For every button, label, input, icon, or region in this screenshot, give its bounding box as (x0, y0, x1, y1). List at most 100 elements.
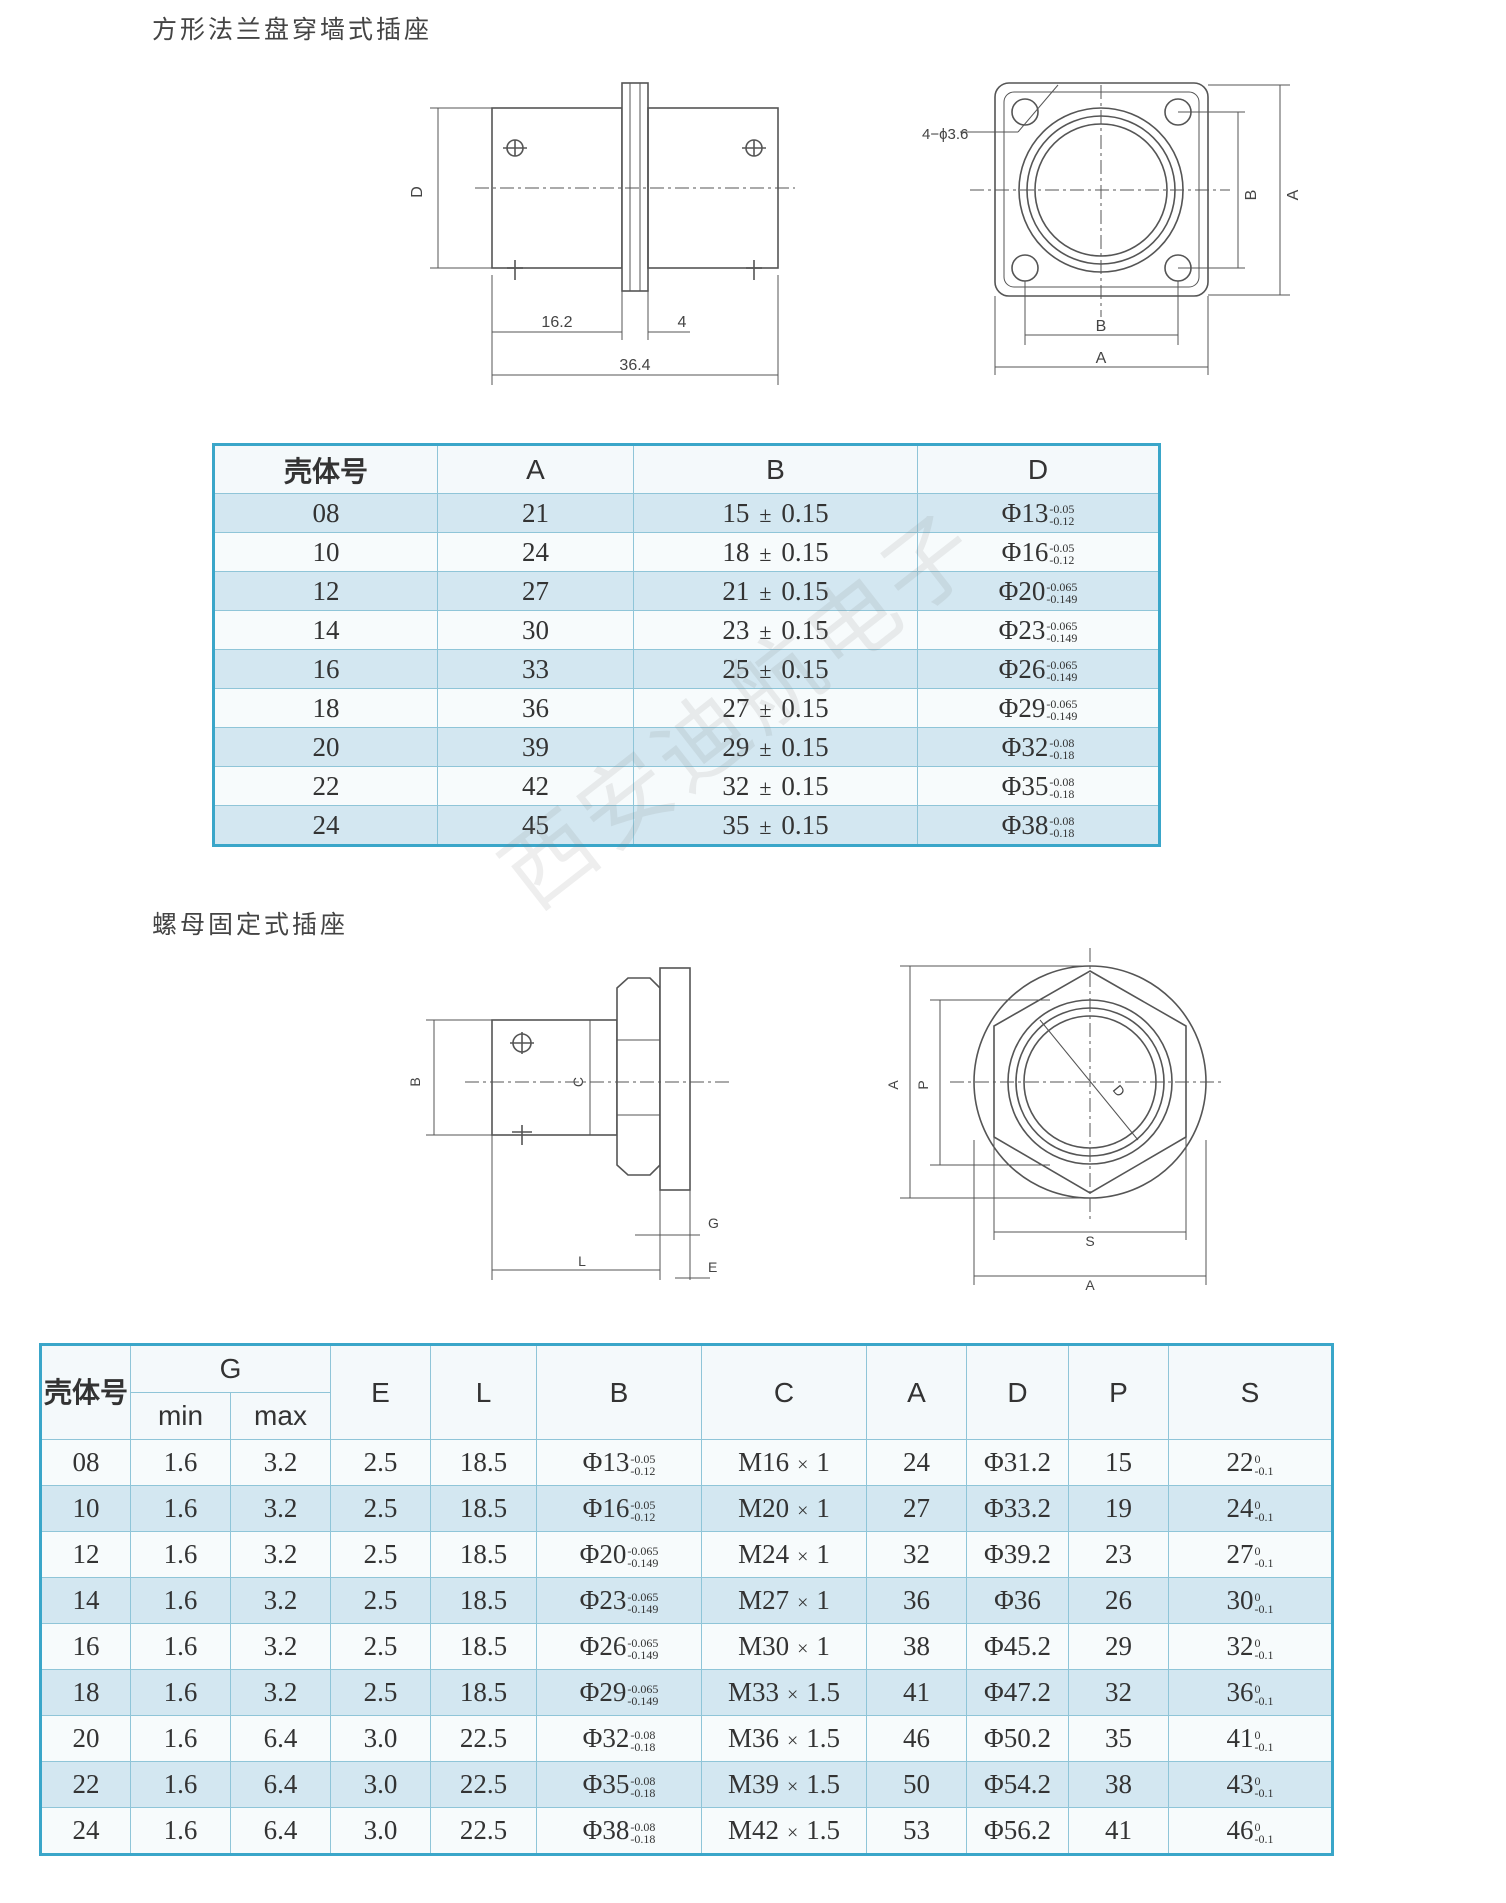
thread-size: M20 (738, 1493, 790, 1523)
cell-shell: 20 (40, 1715, 131, 1762)
nominal-value: 43 (1226, 1769, 1254, 1799)
cell-d: Φ56.2 (966, 1807, 1069, 1855)
plus-minus-symbol: ± (759, 540, 772, 566)
dim-l-label: L (578, 1253, 586, 1269)
d-value: 54.2 (1003, 1769, 1051, 1799)
tolerance-upper: -0.065 (627, 1681, 659, 1696)
section-title-flange: 方形法兰盘穿墙式插座 (152, 15, 433, 44)
dim-36-4-label: 36.4 (619, 357, 650, 374)
b-tolerance: 0.15 (781, 770, 829, 801)
times-symbol: × (797, 1546, 809, 1568)
cell-a: 33 (437, 649, 634, 689)
thread-pitch: 1.5 (806, 1677, 841, 1707)
cell-a: 27 (866, 1485, 967, 1532)
cell-g-min: 1.6 (130, 1531, 231, 1578)
tolerance-lower: -0.1 (1254, 1739, 1274, 1754)
tolerance: 0-0.1 (1255, 1775, 1274, 1799)
b-tolerance: 0.15 (781, 536, 829, 567)
b-tolerance: 0.15 (781, 731, 829, 762)
tolerance-upper: -0.08 (1049, 736, 1075, 751)
dim-b-label-2: B (410, 1077, 423, 1086)
phi-symbol: Φ (984, 1539, 1004, 1569)
tolerance-upper: -0.065 (1046, 580, 1078, 595)
tolerance-upper: -0.05 (630, 1451, 656, 1466)
tolerance: 0-0.1 (1255, 1591, 1274, 1615)
phi-symbol: Φ (984, 1769, 1004, 1799)
dim-a-vertical-label: A (1285, 189, 1302, 200)
nominal-value: 20 (1018, 575, 1046, 606)
phi-symbol: Φ (1001, 731, 1022, 762)
nominal-value: 23 (599, 1585, 627, 1615)
cell-g-min: 1.6 (130, 1577, 231, 1624)
nominal-value: 20 (599, 1539, 627, 1569)
nominal-value: 38 (602, 1815, 630, 1845)
cell-e: 2.5 (330, 1669, 431, 1716)
cell-d: Φ39.2 (966, 1531, 1069, 1578)
cell-shell: 24 (213, 805, 438, 846)
thread-pitch: 1 (816, 1493, 830, 1523)
header-s: S (1168, 1344, 1333, 1440)
dim-a-horizontal-label: A (1096, 350, 1107, 367)
cell-g-min: 1.6 (130, 1623, 231, 1670)
cell-a: 46 (866, 1715, 967, 1762)
cell-b: Φ32-0.08-0.18 (536, 1715, 702, 1762)
tolerance-lower: -0.12 (630, 1509, 656, 1524)
tolerance: -0.065-0.149 (1046, 620, 1077, 644)
phi-symbol: Φ (984, 1677, 1004, 1707)
cell-shell: 24 (40, 1807, 131, 1855)
thread-size: M42 (727, 1815, 779, 1845)
d-value: 31.2 (1003, 1447, 1051, 1477)
b-tolerance: 0.15 (781, 614, 829, 645)
tolerance-upper: 0 (1254, 1589, 1261, 1604)
tolerance: -0.05-0.12 (1049, 542, 1074, 566)
header-e: E (330, 1344, 431, 1440)
tolerance-lower: -0.12 (1049, 514, 1075, 529)
cell-l: 18.5 (430, 1439, 537, 1486)
tolerance-upper: 0 (1254, 1681, 1261, 1696)
times-symbol: × (797, 1592, 809, 1614)
tolerance-lower: -0.18 (1049, 787, 1075, 802)
times-symbol: × (797, 1638, 809, 1660)
tolerance: -0.05-0.12 (630, 1499, 655, 1523)
phi-symbol: Φ (998, 575, 1019, 606)
header-a-2: A (866, 1344, 967, 1440)
b-value: 27 (722, 692, 750, 723)
tolerance-lower: -0.149 (627, 1647, 659, 1662)
cell-b: 29±0.15 (633, 727, 918, 767)
dim-g-label: G (708, 1215, 719, 1231)
tolerance-lower: -0.149 (1046, 631, 1078, 646)
nominal-value: 35 (1021, 770, 1049, 801)
cell-a: 50 (866, 1761, 967, 1808)
cell-p: 15 (1068, 1439, 1169, 1486)
cell-g-min: 1.6 (130, 1439, 231, 1486)
times-symbol: × (786, 1684, 799, 1706)
tolerance-lower: -0.1 (1254, 1601, 1274, 1616)
tolerance-upper: -0.08 (630, 1773, 656, 1788)
cell-b: 23±0.15 (633, 610, 918, 650)
nominal-value: 16 (1021, 536, 1049, 567)
holes-label: 4−ϕ3.6 (922, 126, 968, 143)
tolerance-lower: -0.18 (1049, 826, 1075, 841)
tolerance-upper: -0.065 (1046, 697, 1078, 712)
cell-shell: 14 (40, 1577, 131, 1624)
tolerance-upper: -0.065 (627, 1635, 659, 1650)
tolerance-upper: 0 (1254, 1497, 1261, 1512)
cell-shell: 10 (40, 1485, 131, 1532)
phi-symbol: Φ (1001, 536, 1022, 567)
cell-a: 36 (437, 688, 634, 728)
cell-l: 22.5 (430, 1715, 537, 1762)
dim-b-vertical-label: B (1243, 190, 1260, 201)
cell-d: Φ50.2 (966, 1715, 1069, 1762)
cell-d: Φ54.2 (966, 1761, 1069, 1808)
nominal-value: 32 (602, 1723, 630, 1753)
cell-d: Φ31.2 (966, 1439, 1069, 1486)
phi-symbol: Φ (579, 1631, 600, 1661)
